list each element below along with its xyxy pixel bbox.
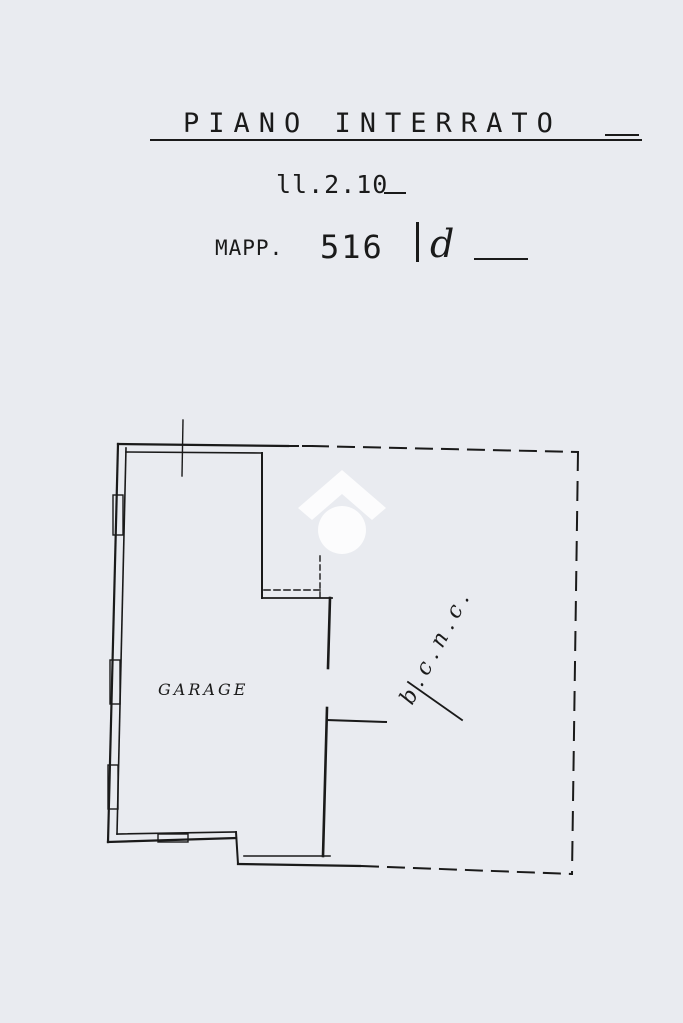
mapp-label: MAPP. [215,236,284,260]
garage-right-wall-upper [326,596,332,670]
mapp-separator [416,222,419,262]
mapp-number: 516 [320,228,384,266]
watermark-circle [318,506,366,554]
subalterno-letter: d [430,222,455,266]
bcnc-bottom-dashed [360,864,574,876]
window-left-2 [109,659,121,705]
window-left-3 [107,764,119,810]
title-underline [150,139,642,141]
bottom-step [234,830,240,866]
garage-right-wall-lower [321,706,329,858]
bottom-wall-left [106,836,238,844]
subalterno-underline [474,258,528,260]
bottom-wall-left-inner [116,831,237,835]
watermark-logo [298,470,386,554]
window-bottom [157,833,189,843]
bcnc-slash [406,680,464,722]
sheet-reference: ll.2.10 [276,170,389,199]
top-vertical-tick [181,419,184,477]
window-left-1 [112,494,124,536]
sheet-ref-dash [384,192,406,194]
door-stub [325,718,388,724]
bottom-wall-right [236,862,362,868]
left-wall [106,442,120,844]
top-wall [116,442,290,448]
top-wall-inner [125,451,263,454]
garage-label: GARAGE [158,680,248,699]
title-underline-short [605,134,639,136]
bcnc-label: b.c.n.c. [395,583,478,709]
bcnc-right-dashed [570,450,580,876]
watermark-roof [298,470,386,520]
plan-title: PIANO INTERRATO [183,108,562,139]
bcnc-top-dashed [310,444,580,454]
